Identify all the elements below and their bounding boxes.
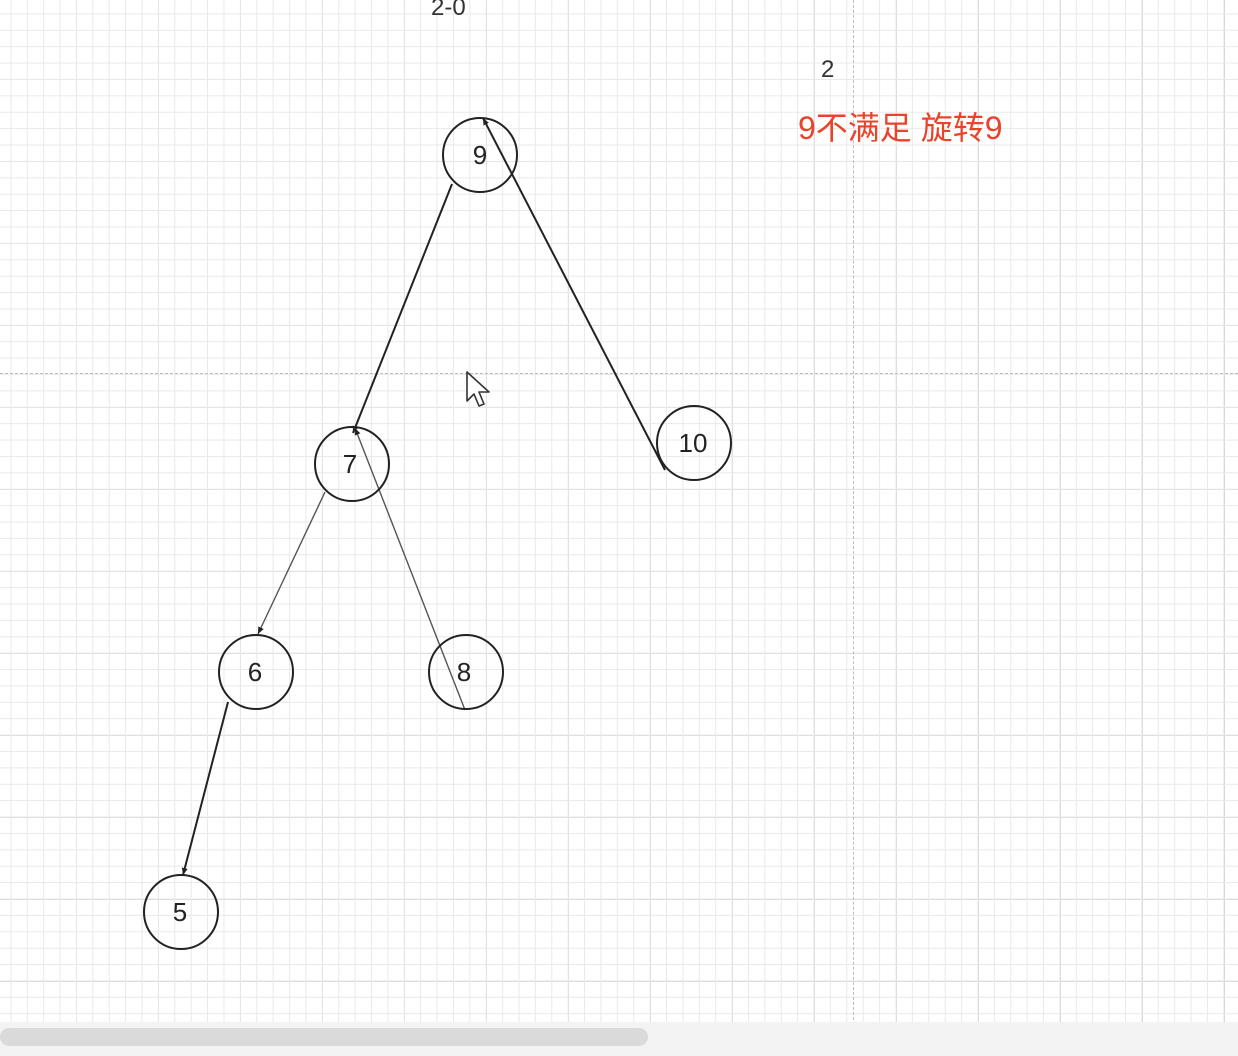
tree-node-5[interactable]: 5: [143, 874, 219, 950]
edge-10-to-9[interactable]: [482, 117, 666, 471]
page-break-horizontal: [0, 373, 1238, 374]
node-label: 6: [248, 657, 262, 687]
edge-9-to-7[interactable]: [352, 183, 453, 434]
mouse-pointer-icon: [466, 371, 490, 407]
tree-node-10[interactable]: 10: [656, 405, 732, 481]
tree-node-6[interactable]: 6: [218, 634, 294, 710]
node-label: 10: [679, 428, 708, 458]
node-label: 9: [473, 140, 487, 170]
horizontal-scrollbar-thumb[interactable]: [0, 1028, 648, 1046]
top-label[interactable]: 2-0: [431, 0, 466, 21]
page-break-vertical: [853, 0, 854, 1020]
tree-node-8[interactable]: 8: [428, 634, 504, 710]
edge-7-to-6[interactable]: [257, 491, 326, 635]
tree-diagram: 9 7 10 6 8 5: [143, 117, 732, 950]
tree-node-9[interactable]: 9: [442, 117, 518, 193]
rotation-note[interactable]: 9不满足 旋转9: [798, 110, 1003, 146]
tree-node-7[interactable]: 7: [314, 426, 390, 502]
side-label[interactable]: 2: [821, 56, 835, 83]
edge-6-to-5[interactable]: [181, 701, 229, 876]
node-label: 8: [457, 657, 471, 687]
node-label: 5: [173, 897, 187, 927]
node-label: 7: [343, 449, 357, 479]
edge-8-to-7[interactable]: [354, 427, 466, 711]
